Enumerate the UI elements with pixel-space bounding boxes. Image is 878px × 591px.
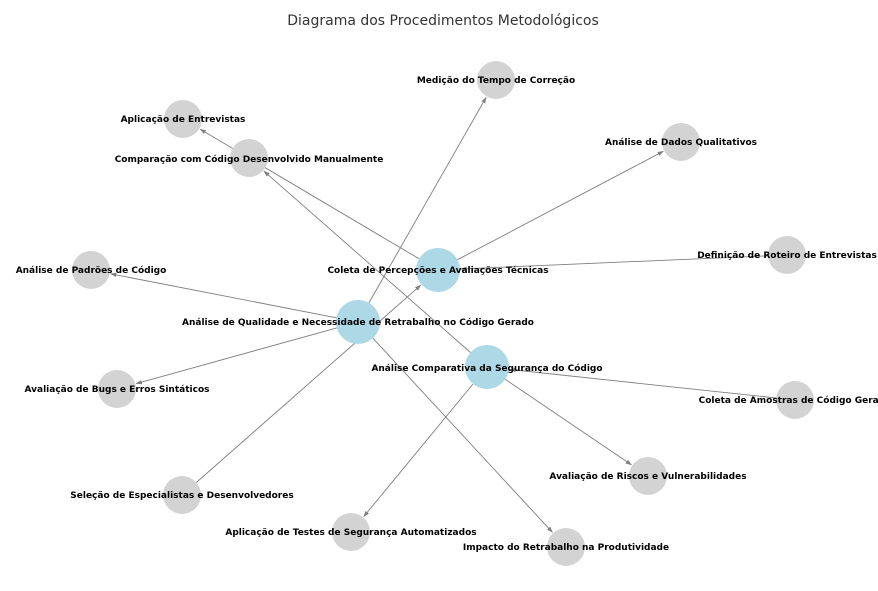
node-label-impacto: Impacto do Retrabalho na Produtividade	[463, 543, 669, 553]
node-label-aplicacao_entrevistas: Aplicação de Entrevistas	[121, 115, 246, 125]
node-riscos	[629, 457, 667, 495]
edge-seguranca-to-comparacao	[263, 170, 471, 353]
node-label-roteiro: Definição de Roteiro de Entrevistas	[697, 251, 877, 261]
node-especialistas	[163, 476, 201, 514]
node-testes	[332, 513, 370, 551]
node-roteiro	[768, 236, 806, 274]
labels-layer: Coleta de Percepções e Avaliações Técnic…	[16, 76, 878, 553]
node-label-seguranca: Análise Comparativa da Segurança do Códi…	[371, 363, 602, 374]
node-label-padroes: Análise de Padrões de Código	[16, 265, 167, 276]
node-label-dados_qualitativos: Análise de Dados Qualitativos	[605, 138, 757, 148]
node-seguranca	[465, 345, 509, 389]
node-label-coleta: Coleta de Percepções e Avaliações Técnic…	[327, 265, 548, 276]
node-label-medicao: Medição do Tempo de Correção	[417, 76, 575, 86]
edge-seguranca-to-riscos	[504, 378, 632, 466]
node-label-bugs: Avaliação de Bugs e Erros Sintáticos	[25, 385, 210, 395]
node-aplicacao_entrevistas	[164, 100, 202, 138]
edge-amostras-to-seguranca	[509, 367, 777, 399]
node-label-amostras: Coleta de Amostras de Código Gerado	[699, 395, 878, 406]
diagram-title: Diagrama dos Procedimentos Metodológicos	[287, 13, 599, 29]
edge-coleta-to-dados_qualitativos	[457, 150, 664, 261]
node-amostras	[776, 381, 814, 419]
node-label-especialistas: Seleção de Especialistas e Desenvolvedor…	[70, 491, 293, 501]
node-medicao	[477, 61, 515, 99]
node-impacto	[547, 528, 585, 566]
edge-seguranca-to-testes	[363, 383, 474, 518]
edge-roteiro-to-coleta	[460, 255, 769, 271]
node-label-comparacao: Comparação com Código Desenvolvido Manua…	[115, 154, 384, 165]
edges-layer	[109, 96, 777, 533]
edge-qualidade-to-impacto	[372, 337, 553, 533]
node-label-qualidade: Análise de Qualidade e Necessidade de Re…	[182, 317, 534, 328]
node-label-riscos: Avaliação de Riscos e Vulnerabilidades	[549, 472, 746, 482]
node-padroes	[72, 251, 110, 289]
edge-qualidade-to-padroes	[109, 272, 337, 319]
nodes-layer	[72, 61, 814, 566]
node-label-testes: Aplicação de Testes de Segurança Automat…	[225, 528, 476, 538]
edge-qualidade-to-medicao	[368, 96, 487, 304]
node-dados_qualitativos	[662, 123, 700, 161]
node-qualidade	[336, 300, 380, 344]
edge-qualidade-to-bugs	[135, 327, 337, 385]
node-coleta	[416, 248, 460, 292]
node-comparacao	[230, 139, 268, 177]
edge-especialistas-to-coleta	[196, 284, 422, 483]
node-bugs	[98, 370, 136, 408]
